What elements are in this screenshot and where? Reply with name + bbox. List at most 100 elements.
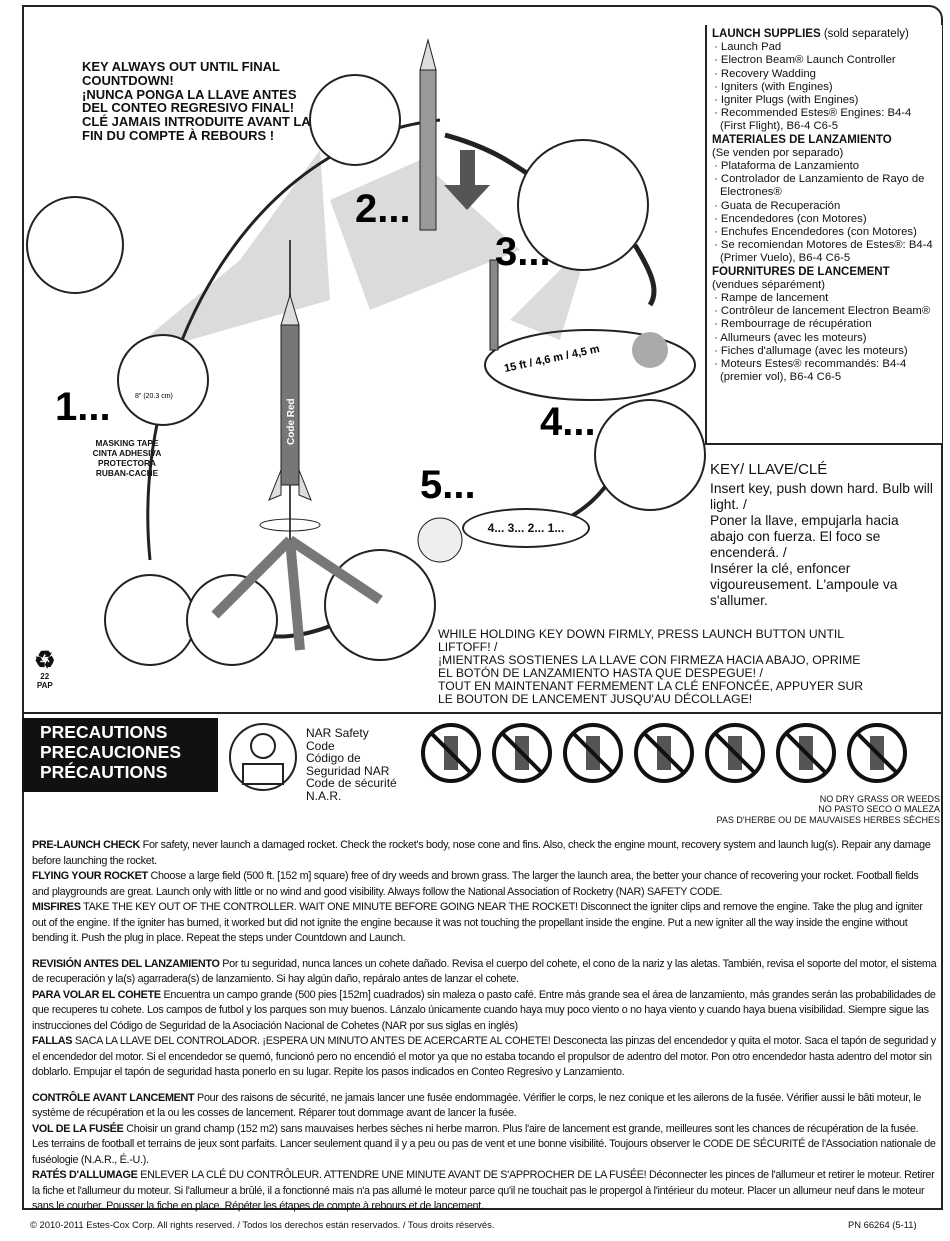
section-heading: FLYING YOUR ROCKET bbox=[32, 870, 148, 882]
section-text: ENLEVER LA CLÉ DU CONTRÔLEUR. ATTENDRE U… bbox=[32, 1169, 935, 1212]
recycle-number: 22 bbox=[40, 672, 50, 681]
rocket-name: Code Red bbox=[286, 398, 297, 445]
supply-item: Allumeurs (avec les moteurs) bbox=[712, 332, 938, 345]
section-heading: PARA VOLAR EL COHETE bbox=[32, 988, 161, 1001]
supply-item: Rembourrage de récupération bbox=[712, 318, 938, 331]
precaution-section: REVISIÓN ANTES DEL LANZAMIENTO Por tu se… bbox=[32, 957, 937, 1081]
key-instructions: Insert key, push down hard. Bulb will li… bbox=[710, 481, 935, 609]
hold-es: ¡MIENTRAS SOSTIENES LA LLAVE CON FIRMEZA… bbox=[438, 653, 861, 680]
no-aircraft-icon bbox=[563, 723, 623, 783]
step-1: 1... bbox=[55, 385, 111, 429]
section-heading: VOL DE LA FUSÉE bbox=[32, 1122, 124, 1135]
nar-line: Code de sécurité bbox=[306, 776, 397, 790]
rocket-small bbox=[489, 259, 499, 351]
launch-pad-legs bbox=[211, 535, 383, 651]
supplies-es-list: Plataforma de LanzamientoControlador de … bbox=[712, 160, 938, 266]
detail-circle-controller bbox=[594, 399, 706, 511]
supplies-en-sub: (sold separately) bbox=[823, 28, 909, 40]
step-4: 4... bbox=[540, 400, 596, 444]
detail-circle-launch bbox=[324, 549, 436, 661]
detail-circle-pad bbox=[517, 139, 649, 271]
detail-circle-clip bbox=[104, 574, 196, 666]
key-warning-fr: CLÉ JAMAIS INTRODUITE AVANT LA FIN DU CO… bbox=[82, 114, 311, 143]
supply-item: Rampe de lancement bbox=[712, 292, 938, 305]
section-text: For safety, never launch a damaged rocke… bbox=[32, 839, 931, 867]
key-warning-en: KEY ALWAYS OUT UNTIL FINAL COUNTDOWN! bbox=[82, 59, 280, 88]
recycle-label: PAP bbox=[36, 681, 53, 690]
rocket-fin bbox=[298, 469, 312, 501]
precaution-section: PRE-LAUNCH CHECK For safety, never launc… bbox=[32, 838, 937, 947]
supplies-en-heading: LAUNCH SUPPLIES bbox=[712, 28, 821, 40]
precautions-es: PRECAUCIONES bbox=[40, 742, 181, 762]
supply-item: Encendedores (con Motores) bbox=[712, 213, 938, 226]
down-arrow-icon bbox=[444, 150, 490, 210]
distance-label: 15 ft / 4,6 m / 4,5 m bbox=[503, 343, 601, 375]
section-heading: CONTRÔLE AVANT LANCEMENT bbox=[32, 1091, 195, 1104]
person-face bbox=[417, 517, 463, 563]
section-text: Choose a large field (500 ft. [152 m] sq… bbox=[32, 870, 919, 898]
section-heading: PRE-LAUNCH CHECK bbox=[32, 839, 140, 851]
section-text: SACA LA LLAVE DEL CONTROLADOR. ¡ESPERA U… bbox=[32, 1035, 936, 1078]
section-heading: REVISIÓN ANTES DEL LANZAMIENTO bbox=[32, 957, 220, 970]
nar-line: Code bbox=[306, 738, 335, 753]
key-es: Poner la llave, empujarla hacia abajo co… bbox=[710, 513, 899, 560]
rocket-nose bbox=[280, 293, 300, 326]
supplies-en-title: LAUNCH SUPPLIES (sold separately) bbox=[712, 28, 938, 41]
supply-item: Contrôleur de lancement Electron Beam® bbox=[712, 305, 938, 318]
launch-illustration: Code Red 15 ft / 4,6 m / 4,5 m 8" (20.3 … bbox=[26, 38, 706, 666]
section-text: Por tu seguridad, nunca lances un cohete… bbox=[32, 957, 937, 986]
supplies-fr-sub: (vendues séparément) bbox=[712, 278, 826, 291]
key-warning-es: ¡NUNCA PONGA LA LLAVE ANTES DEL CONTEO R… bbox=[82, 86, 297, 116]
section-heading: FALLAS bbox=[32, 1035, 73, 1047]
no-buildings-icon bbox=[705, 723, 765, 783]
recycle-icon: ♻ bbox=[34, 647, 56, 674]
supplies-es-title: MATERIALES DE LANZAMIENTO bbox=[712, 133, 892, 146]
precaution-section: CONTRÔLE AVANT LANCEMENT Pour des raison… bbox=[32, 1091, 937, 1215]
nose-cone bbox=[419, 38, 437, 71]
part-number: PN 66264 (5-11) bbox=[848, 1219, 917, 1230]
step-3: 3... bbox=[495, 230, 551, 274]
supply-item: Guata de Recuperación bbox=[712, 200, 938, 213]
measure-label: 8" (20.3 cm) bbox=[135, 393, 173, 400]
section-text: Encuentra un campo grande (500 pies [152… bbox=[32, 988, 936, 1032]
recycle-symbol: ♻ 22 PAP bbox=[34, 647, 56, 691]
key-fr: Insérer la clé, enfoncer vigoureusement.… bbox=[710, 561, 898, 608]
supply-item: Enchufes Encendedores (con Motores) bbox=[712, 226, 938, 239]
countdown-bubble: 4... 3... 2... 1... bbox=[462, 508, 590, 548]
nar-line: Seguridad NAR bbox=[306, 763, 390, 778]
supplies-fr-list: Rampe de lancementContrôleur de lancemen… bbox=[712, 292, 938, 384]
hold-en: WHILE HOLDING KEY DOWN FIRMLY, PRESS LAU… bbox=[438, 627, 844, 654]
section-heading: MISFIRES bbox=[32, 901, 81, 913]
grass-en: NO DRY GRASS OR WEEDS bbox=[819, 794, 940, 804]
supply-item: Electron Beam® Launch Controller bbox=[712, 54, 938, 67]
supplies-fr-title: FOURNITURES DE LANCEMENT bbox=[712, 265, 890, 278]
key-title: KEY/ LLAVE/CLÉ bbox=[710, 461, 828, 478]
no-dry-grass-icon bbox=[847, 723, 907, 783]
no-power-lines-icon bbox=[421, 723, 481, 783]
detail-circle-igniter bbox=[186, 574, 278, 666]
tape-en: MASKING TAPE bbox=[95, 438, 159, 448]
nar-line: NAR Safety bbox=[306, 726, 369, 740]
rocket-fin bbox=[268, 469, 282, 501]
hold-fr: TOUT EN MAINTENANT FERMEMENT LA CLÉ ENFO… bbox=[438, 679, 864, 706]
no-bad-weather-icon bbox=[634, 723, 694, 783]
section-text: Pour des raisons de sécurité, ne jamais … bbox=[32, 1091, 922, 1120]
launch-supplies-box: LAUNCH SUPPLIES (sold separately) Launch… bbox=[705, 25, 942, 445]
section-text: Choisir un grand champ (152 m2) sans mau… bbox=[32, 1122, 936, 1166]
no-trees-icon bbox=[492, 723, 552, 783]
detail-circle-tape bbox=[117, 334, 209, 426]
tape-es: CINTA ADHESIVA PROTECTORA bbox=[92, 448, 162, 468]
supply-item: Plataforma de Lanzamiento bbox=[712, 160, 938, 173]
no-hazards-icon bbox=[776, 723, 836, 783]
safe-distance-ring bbox=[484, 329, 696, 401]
nar-safety-code: NAR Safety Code Código de Seguridad NAR … bbox=[306, 727, 397, 802]
divider bbox=[22, 712, 943, 714]
precautions-fr: PRÉCAUTIONS bbox=[40, 762, 168, 782]
supply-item: Moteurs Estes® recommandés: B4-4 (premie… bbox=[712, 358, 938, 384]
tape-fr: RUBAN-CACHE bbox=[95, 468, 159, 478]
step-2: 2... bbox=[355, 187, 411, 231]
supply-item: Igniter Plugs (with Engines) bbox=[712, 94, 938, 107]
precautions-header: PRECAUTIONS PRECAUCIONES PRÉCAUTIONS bbox=[22, 718, 218, 792]
key-warning: KEY ALWAYS OUT UNTIL FINAL COUNTDOWN! ¡N… bbox=[82, 60, 312, 143]
supplies-es-sub: (Se venden por separado) bbox=[712, 146, 844, 159]
